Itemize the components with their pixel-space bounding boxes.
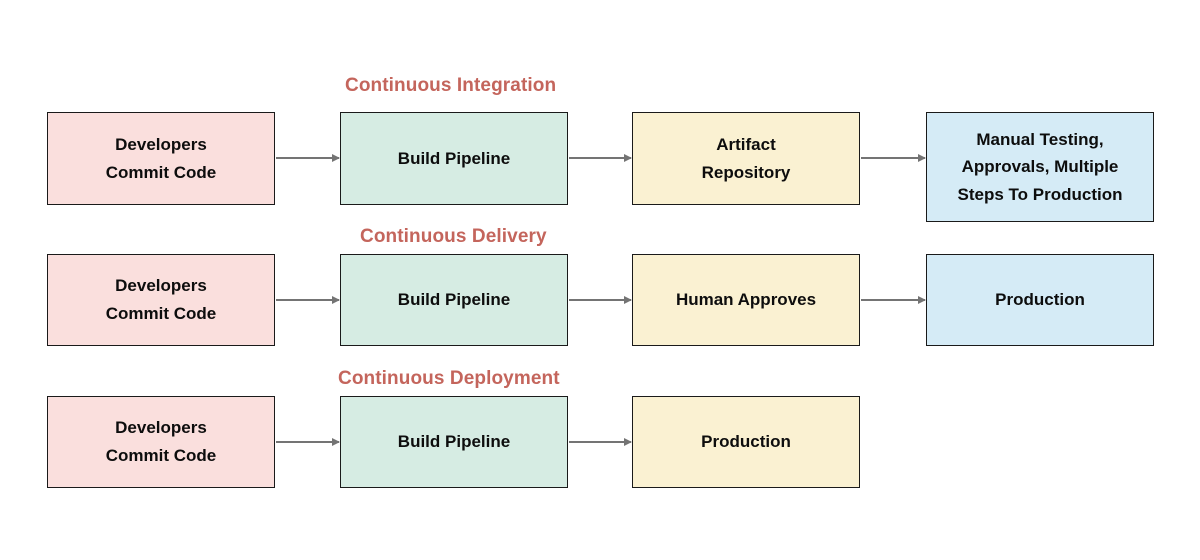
node-build-pipeline-cdep[interactable]: Build Pipeline <box>340 396 568 488</box>
connector-ci-2 <box>569 157 631 159</box>
connector-cdep-2 <box>569 441 631 443</box>
node-label: Build Pipeline <box>397 148 511 168</box>
connector-ci-3 <box>861 157 925 159</box>
connector-cd-1 <box>276 299 339 301</box>
node-build-pipeline-ci[interactable]: Build Pipeline <box>340 112 568 205</box>
node-developers-commit-code-cd[interactable]: Developers Commit Code <box>47 254 275 346</box>
node-label: Build Pipeline <box>397 432 511 452</box>
node-production-cdep[interactable]: Production <box>632 396 860 488</box>
connector-cdep-1 <box>276 441 339 443</box>
node-label: Build Pipeline <box>397 290 511 310</box>
connector-cd-2 <box>569 299 631 301</box>
node-label: Developers Commit Code <box>105 418 217 465</box>
node-human-approves-cd[interactable]: Human Approves <box>632 254 860 346</box>
node-label: Manual Testing, Approvals, Multiple Step… <box>957 129 1123 204</box>
node-developers-commit-code-cdep[interactable]: Developers Commit Code <box>47 396 275 488</box>
node-label: Artifact Repository <box>701 134 791 182</box>
node-label: Production <box>701 432 791 452</box>
connector-ci-1 <box>276 157 339 159</box>
node-label: Developers Commit Code <box>105 134 217 182</box>
section-title-continuous-delivery: Continuous Delivery <box>360 226 547 247</box>
connector-cd-3 <box>861 299 925 301</box>
node-artifact-repository-ci[interactable]: Artifact Repository <box>632 112 860 205</box>
node-label: Production <box>995 290 1085 310</box>
node-manual-testing-approvals-ci[interactable]: Manual Testing, Approvals, Multiple Step… <box>926 112 1154 222</box>
section-title-continuous-integration: Continuous Integration <box>345 75 557 96</box>
node-build-pipeline-cd[interactable]: Build Pipeline <box>340 254 568 346</box>
node-label: Developers Commit Code <box>105 276 217 323</box>
node-developers-commit-code-ci[interactable]: Developers Commit Code <box>47 112 275 205</box>
section-title-continuous-deployment: Continuous Deployment <box>338 368 560 389</box>
node-production-cd[interactable]: Production <box>926 254 1154 346</box>
node-label: Human Approves <box>675 290 817 310</box>
